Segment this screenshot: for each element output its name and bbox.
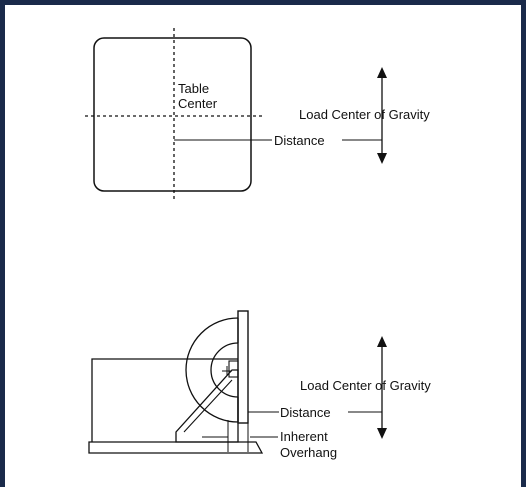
table-center-label-line1: Table xyxy=(178,81,209,96)
overhang-label-line2: Overhang xyxy=(280,445,337,460)
bottom-load-cg-arrow-up xyxy=(377,336,387,347)
load-cg-arrow-up xyxy=(377,67,387,78)
overhang-label-line1: Inherent xyxy=(280,429,328,444)
table-center-label-line2: Center xyxy=(178,96,218,111)
bottom-distance-label: Distance xyxy=(280,405,331,420)
bracket-inner-line xyxy=(183,379,233,433)
rotary-outer-arc xyxy=(185,317,239,423)
load-cg-arrow-down xyxy=(377,153,387,164)
faceplate xyxy=(237,310,249,424)
top-diagram: Table Center Distance Load Center of Gra… xyxy=(85,28,430,200)
bottom-load-cg-arrow-down xyxy=(377,428,387,439)
bottom-diagram: Distance Inherent Overhang Load Center o… xyxy=(88,310,431,460)
bottom-load-cg-label: Load Center of Gravity xyxy=(300,378,431,393)
load-cg-label: Load Center of Gravity xyxy=(299,107,430,122)
rotary-inner-arc xyxy=(210,342,239,398)
table-square xyxy=(93,37,252,192)
distance-label: Distance xyxy=(274,133,325,148)
rotary-hub xyxy=(228,360,239,378)
base-plate xyxy=(88,441,264,454)
body-box xyxy=(91,358,238,442)
